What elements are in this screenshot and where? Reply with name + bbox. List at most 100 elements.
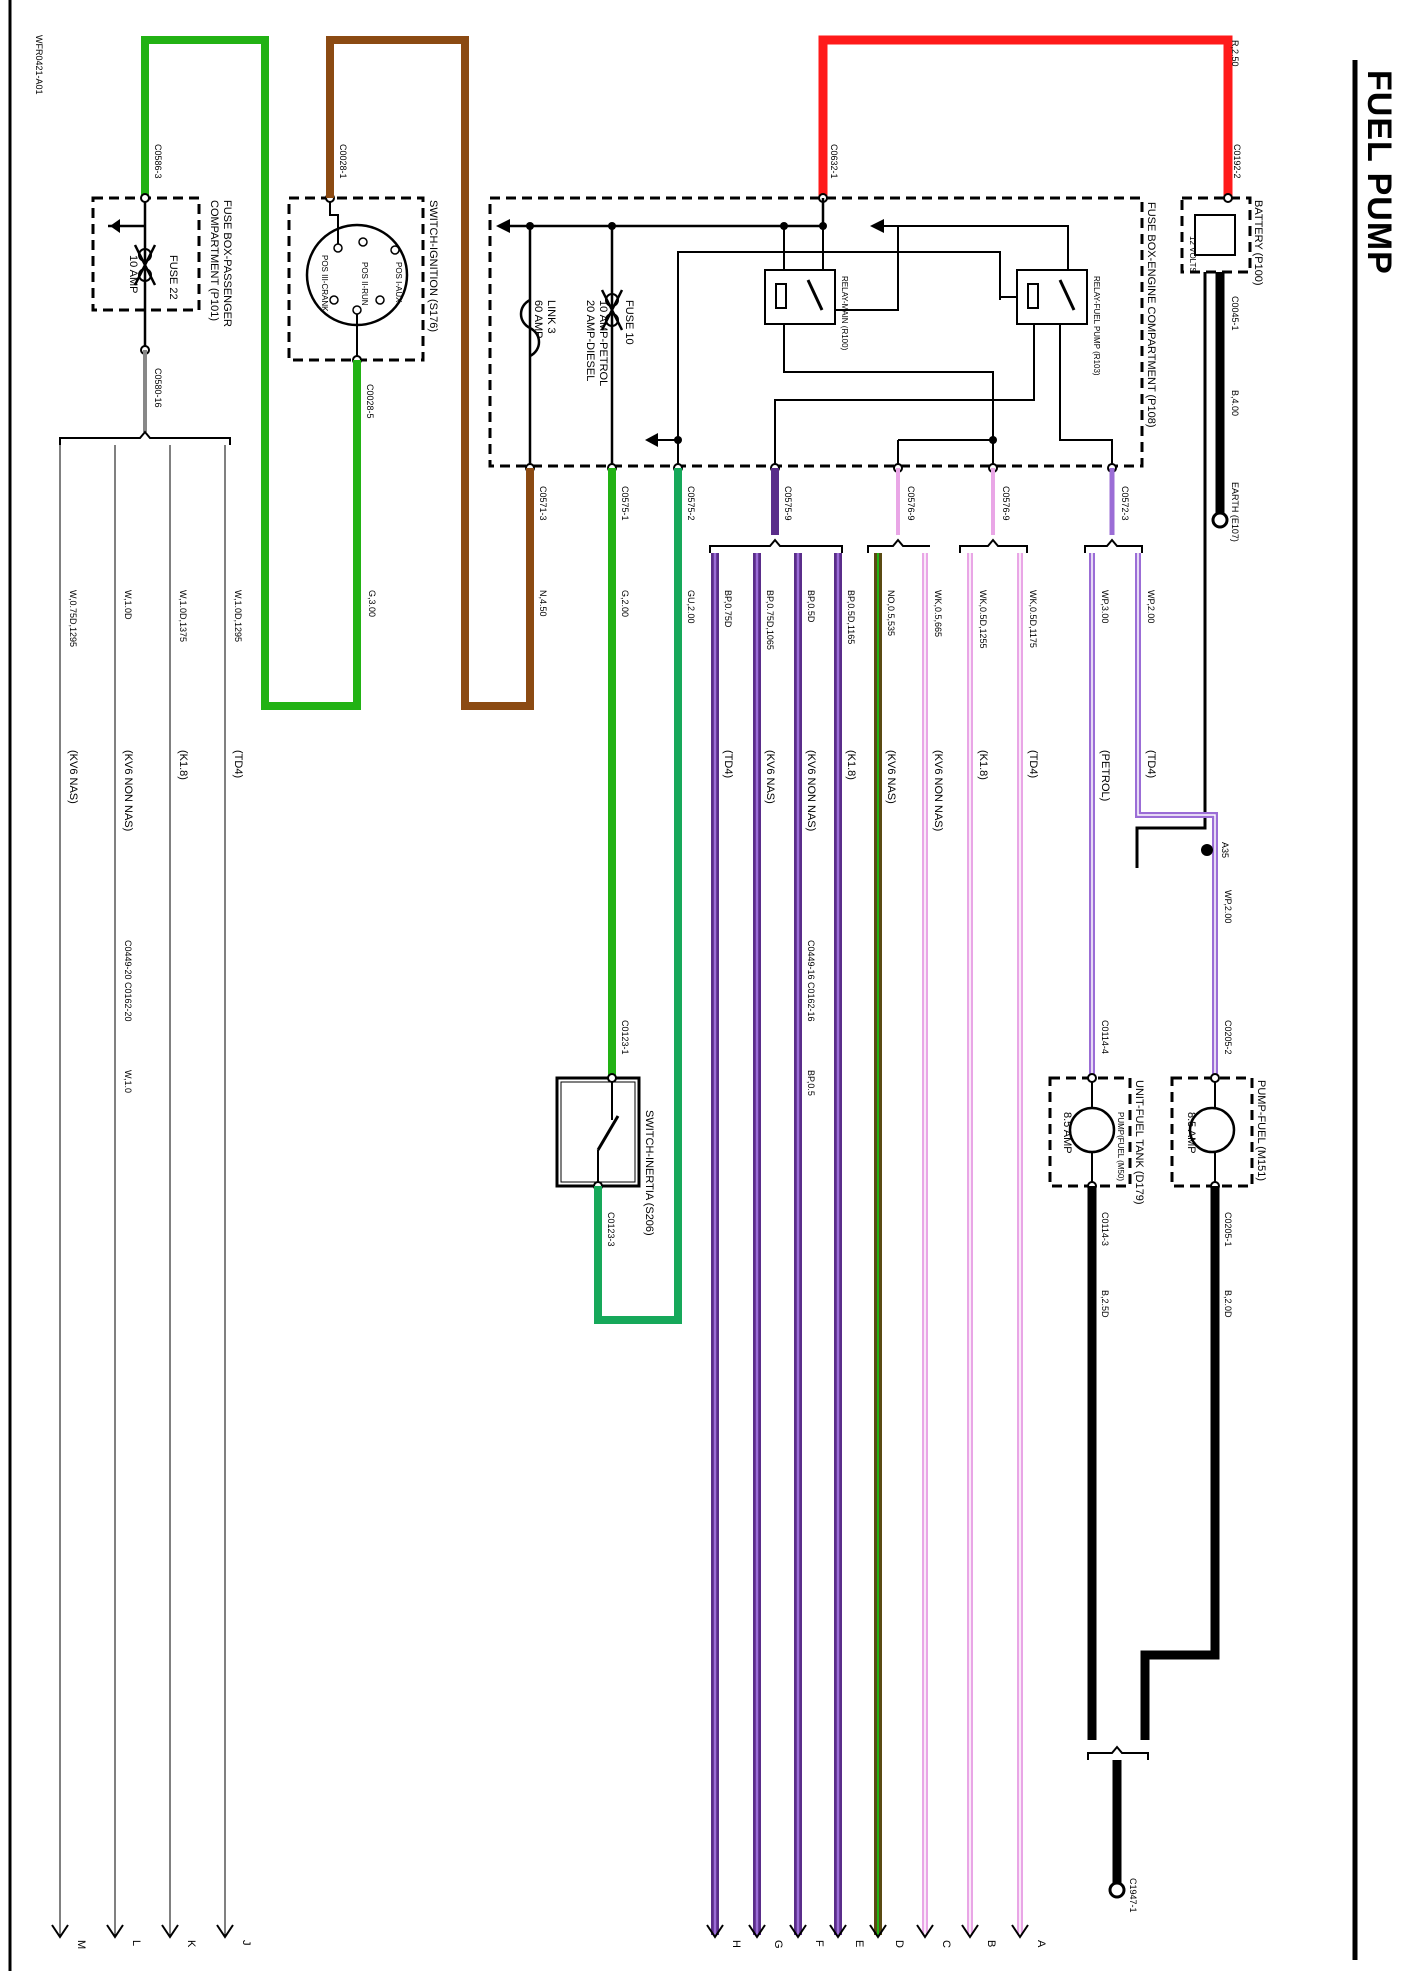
variant-td4-top: (TD4) <box>1145 750 1157 778</box>
conn-c0572-3: C0572-3 <box>1120 486 1130 521</box>
variant-c: (KV6 NON NAS) <box>932 750 944 831</box>
ignition-switch-box <box>287 196 425 362</box>
brace-d <box>867 538 930 553</box>
variant-h: (TD4) <box>722 750 734 778</box>
ign-pin-4 <box>375 295 385 305</box>
conn-c0028-5: C0028-5 <box>365 384 375 419</box>
conn-c0632-1: C0632-1 <box>829 144 839 179</box>
ignition-switch-label: SWITCH-IGNITION (S176) <box>427 200 439 332</box>
fuse10-label-2: 10 AMP-PETROL <box>597 300 609 386</box>
ign-pin-2 <box>358 237 368 247</box>
wire-label-w10d: W,1.0 <box>123 1070 133 1093</box>
wire-label-bp05b: BP,0.5D,1165 <box>846 590 856 644</box>
pump-motor-symbol <box>1188 1106 1236 1154</box>
conn-c0114-4: C0114-4 <box>1100 1020 1110 1054</box>
conn-c0045-1: C0045-1 <box>1230 296 1240 331</box>
wire-label-gu200: GU,2.00 <box>686 590 696 624</box>
wire-label-r250: R,2.50 <box>1230 40 1240 67</box>
terminal-e: E <box>853 1940 865 1947</box>
wire-label-bp075b: BP,0.75D,1065 <box>765 590 775 650</box>
wire-label-bp05c: BP,0.5 <box>806 1070 816 1096</box>
wire-green-g300 <box>141 36 361 710</box>
variant-e: (K1.8) <box>845 750 857 780</box>
ignition-pos-2: POS II-RUN <box>360 262 369 306</box>
terminal-b: B <box>985 1940 997 1947</box>
relay-fuel-contact <box>1058 279 1076 311</box>
relay-main-coil <box>775 283 787 309</box>
fuse22-end-b <box>138 268 152 282</box>
drawing-reference: WFR0421-A01 <box>34 35 44 95</box>
variant-d: (KV6 NAS) <box>885 750 897 804</box>
conn-c1947-1: C1947-1 <box>1128 1878 1138 1913</box>
wire-teal-gu200 <box>594 468 682 1324</box>
terminal-g: G <box>772 1940 784 1949</box>
terminal-arrows <box>51 1924 1029 1939</box>
pin-c0192 <box>1223 193 1233 203</box>
battery-volts: 12 VOLTS <box>1188 236 1197 273</box>
terminal-l: L <box>130 1940 142 1946</box>
wire-label-b250: B,2.5D <box>1100 1290 1110 1318</box>
ign-pin-3 <box>333 243 343 253</box>
page-title: FUEL PUMP <box>1360 70 1398 275</box>
terminal-j: J <box>240 1940 252 1946</box>
brace-fuse22 <box>59 430 231 445</box>
fuse10-end-b <box>605 313 619 327</box>
relay-fuel-label: RELAY-FUEL PUMP (R103) <box>1092 276 1101 376</box>
relay-main-out <box>835 226 899 311</box>
earth-eyelet-2 <box>1108 1881 1126 1899</box>
unit-motor-symbol <box>1068 1106 1116 1154</box>
wire-label-wp200: WP,2.00 <box>1146 590 1156 623</box>
conn-c0575-2: C0575-2 <box>686 486 696 521</box>
conn-c0586-3: C0586-3 <box>153 144 163 179</box>
variant-k: (K1.8) <box>177 750 189 780</box>
relay-main-coil-wire <box>783 324 994 440</box>
wire-label-w10b: W,1.0D,1375 <box>178 590 188 642</box>
arrow-left-4 <box>110 219 120 233</box>
variant-b: (K1.8) <box>977 750 989 780</box>
battery-label: BATTERY (P100) <box>1252 200 1264 286</box>
wire-label-wk05c: WK,0.5D,1175 <box>1028 590 1038 648</box>
conn-c0205-2: C0205-2 <box>1223 1020 1233 1055</box>
terminal-k: K <box>185 1940 197 1948</box>
wire-wp200 <box>1135 553 1218 1075</box>
fuse22-label-1: FUSE 22 <box>167 255 179 300</box>
wire-label-wk05b: WK,0.5D,1255 <box>978 590 988 649</box>
conn-c0571-3: C0571-3 <box>538 486 548 521</box>
fuse-box-engine-label: FUSE BOX-ENGINE COMPARTMENT (P108) <box>1145 202 1157 428</box>
terminal-f: F <box>813 1940 825 1947</box>
conn-c0192-2: C0192-2 <box>1232 144 1242 179</box>
relay-fuel-coil-wire <box>774 324 1035 468</box>
arrow-left-2 <box>645 433 658 447</box>
conn-c0123-3: C0123-3 <box>606 1212 616 1247</box>
fuse22-label-2: 10 AMP <box>127 255 139 294</box>
fuse22-symbol <box>133 244 157 286</box>
inertia-contact <box>596 1115 620 1151</box>
wire-label-g300: G,3.00 <box>367 590 377 617</box>
conn-c0580-16: C0580-16 <box>153 368 163 408</box>
wire-label-b200: B,2.0D <box>1223 1290 1233 1318</box>
arrow-left-1 <box>496 219 510 233</box>
brace-abc <box>959 538 1028 553</box>
wire-b200 <box>1140 1186 1220 1740</box>
wire-red-r250 <box>818 35 1233 198</box>
brace-pump <box>1084 538 1143 553</box>
node-5 <box>674 436 682 444</box>
relay-fuel-supply <box>880 225 1069 270</box>
ign-link-a <box>329 198 339 244</box>
relay-main-box <box>764 269 836 325</box>
wire-label-wp300: WP,3.00 <box>1100 590 1110 623</box>
busbar-top <box>502 198 825 228</box>
wire-brown-n450 <box>326 36 534 710</box>
pin-c0586-3 <box>140 193 150 203</box>
wire-battery-feed <box>1135 272 1207 868</box>
ignition-pos-1: POS I-AUX <box>394 262 403 303</box>
conn-c0449-16: C0449-16 C0162-16 <box>806 940 816 1022</box>
battery-symbol <box>1194 214 1236 256</box>
terminal-h: H <box>730 1940 742 1948</box>
variant-j: (TD4) <box>232 750 244 778</box>
fuse-box-passenger-label-1: FUSE BOX-PASSENGER <box>221 200 233 327</box>
pump-amp-label: 8.5 AMP <box>1185 1112 1197 1154</box>
earth-eyelet <box>1211 511 1229 529</box>
wire-label-wk05a: WK,0.5,665 <box>933 590 943 637</box>
conn-c0575-9: C0575-9 <box>783 486 793 521</box>
